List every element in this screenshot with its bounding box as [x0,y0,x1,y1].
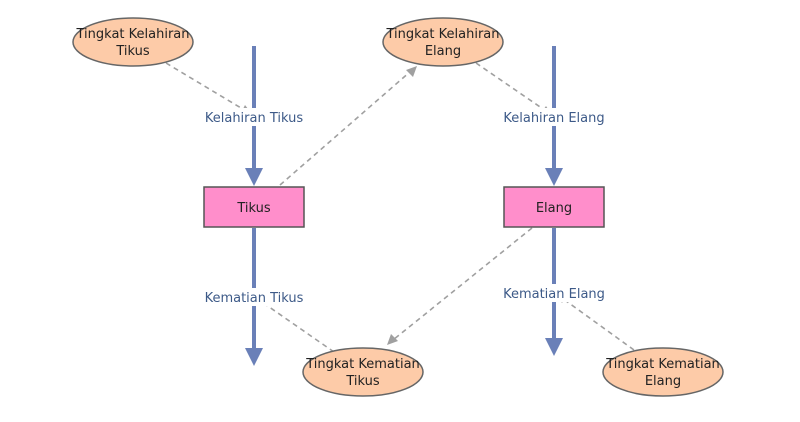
stock-tikus[interactable]: Tikus [203,186,305,228]
flow-label-kematian-elang: Kematian Elang [503,287,605,302]
variable-label: Tikus [345,374,380,389]
flow-kematian-elang[interactable]: Kematian Elang [502,284,606,302]
stock-elang[interactable]: Elang [503,186,605,228]
variable-tingkat-kelahiran-elang[interactable]: Tingkat Kelahiran Elang [382,17,504,67]
link-kematian-tikus-rate [256,298,335,353]
link-kelahiran-elang-rate [475,62,552,115]
variable-label: Tingkat Kelahiran [76,27,190,42]
variable-label: Elang [645,374,681,389]
flow-kematian-tikus[interactable]: Kematian Tikus [202,288,306,306]
link-kelahiran-tikus-rate [165,62,252,114]
variable-label: Tingkat Kelahiran [386,27,500,42]
variable-tingkat-kematian-elang[interactable]: Tingkat Kematian Elang [602,347,724,397]
flow-label-kematian-tikus: Kematian Tikus [205,291,304,306]
link-kematian-elang-rate [556,294,635,351]
variable-label: Tingkat Kematian [605,357,720,372]
flow-kelahiran-tikus[interactable]: Kelahiran Tikus [202,108,306,126]
stock-label-elang: Elang [536,201,572,216]
variable-tingkat-kelahiran-tikus[interactable]: Tingkat Kelahiran Tikus [72,17,194,67]
link-tikus-to-kelahiran-elang-rate [279,66,417,186]
link-elang-to-kematian-tikus-rate [387,227,533,345]
variable-tingkat-kematian-tikus[interactable]: Tingkat Kematian Tikus [302,347,424,397]
stock-label-tikus: Tikus [236,201,271,216]
variable-label: Elang [425,44,461,59]
variable-label: Tikus [115,44,150,59]
flow-label-kelahiran-elang: Kelahiran Elang [503,111,604,126]
variable-label: Tingkat Kematian [305,357,420,372]
flow-label-kelahiran-tikus: Kelahiran Tikus [205,111,304,126]
flow-kelahiran-elang[interactable]: Kelahiran Elang [502,108,606,126]
